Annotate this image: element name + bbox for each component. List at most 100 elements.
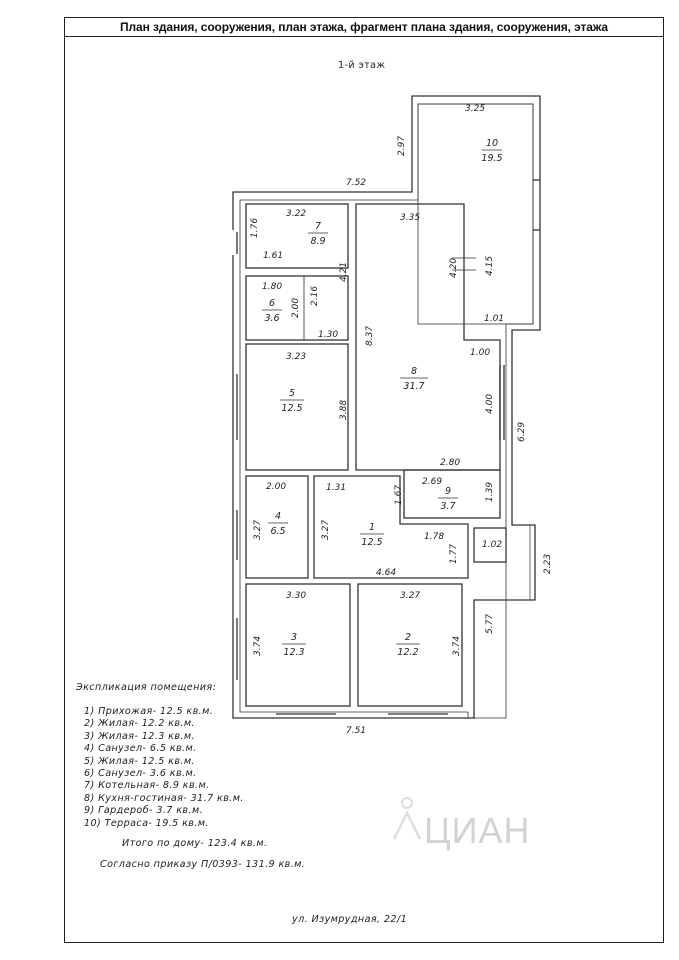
- watermark-text: ЦИАН: [424, 810, 531, 851]
- room-8-outline: [355, 203, 501, 471]
- dim-right-lower: 5.77: [485, 614, 495, 634]
- dim-r5-right: 3.88: [339, 400, 349, 420]
- room-5-outline: [245, 343, 349, 471]
- svg-text:3.6: 3.6: [264, 313, 279, 324]
- dim-r8-left: 8.37: [365, 326, 375, 346]
- dim-r7-bottom: 1.61: [263, 251, 283, 261]
- dim-r9-left: 1.67: [394, 485, 404, 505]
- dim-terrace-right: 4.15: [485, 256, 495, 276]
- svg-text:12.2: 12.2: [397, 647, 418, 658]
- svg-text:8.9: 8.9: [310, 236, 325, 247]
- svg-text:3: 3: [291, 632, 297, 643]
- drawing-sheet: План здания, сооружения, план этажа, фра…: [64, 17, 664, 943]
- dim-r3-left: 3.74: [253, 636, 263, 656]
- room-7-outline: [245, 203, 349, 269]
- list-item: 4) Санузел- 6.5 кв.м.: [84, 743, 197, 755]
- dim-r7-top: 3.22: [286, 209, 306, 219]
- room-6-label: 6 3.6: [262, 298, 282, 324]
- room-9-outline: [403, 469, 501, 519]
- room-9-label: 9 3.7: [438, 486, 458, 512]
- room-2-outline: [357, 583, 463, 707]
- dim-terrace-top: 3.25: [465, 104, 485, 114]
- list-item: 5) Жилая- 12.5 кв.м.: [84, 755, 195, 767]
- dim-r1-step: 1.78: [424, 532, 444, 542]
- list-item: 10) Терраса- 19.5 кв.м.: [84, 817, 209, 829]
- room-4-label: 4 6.5: [268, 511, 288, 537]
- room-2-label: 2 12.2: [396, 632, 420, 658]
- cian-logo-icon: [392, 797, 422, 840]
- svg-text:3.7: 3.7: [440, 501, 455, 512]
- dim-terrace-left: 2.97: [397, 136, 407, 156]
- explication-list: 1) Прихожая- 12.5 кв.м. 2) Жилая- 12.2 к…: [76, 706, 305, 830]
- room-6-inner: [245, 275, 305, 341]
- dim-r6-top: 1.80: [262, 282, 282, 292]
- dim-r6-right: 2.16: [310, 286, 320, 306]
- dim-r1-bottom: 4.64: [376, 568, 396, 578]
- list-item: 1) Прихожая- 12.5 кв.м.: [84, 706, 214, 717]
- svg-text:7: 7: [315, 221, 321, 232]
- room-1-label: 1 12.5: [360, 522, 384, 548]
- dim-r3-top: 3.30: [286, 591, 306, 601]
- dim-r8-step: 1.01: [484, 314, 504, 324]
- svg-text:10: 10: [486, 138, 498, 149]
- svg-text:2: 2: [405, 632, 411, 643]
- dim-top-overall: 7.52: [346, 178, 366, 188]
- list-item: 6) Санузел- 3.6 кв.м.: [84, 768, 197, 780]
- dim-r9-top: 2.69: [422, 477, 442, 487]
- floor-title: 1-й этаж: [338, 60, 386, 71]
- svg-text:8: 8: [411, 366, 417, 377]
- room-explication: Экспликация помещения: 1) Прихожая- 12.5…: [76, 682, 305, 870]
- svg-text:5: 5: [289, 388, 295, 399]
- list-item: 3) Жилая- 12.3 кв.м.: [84, 730, 195, 742]
- room-5-label: 5 12.5: [280, 388, 304, 414]
- room-7-label: 7 8.9: [308, 221, 328, 247]
- dim-r8-top: 3.35: [400, 213, 420, 223]
- svg-text:12.5: 12.5: [281, 403, 302, 414]
- dim-porch: 1.02: [482, 540, 502, 550]
- dim-r8-right: 4.00: [485, 394, 495, 414]
- dim-r1-top: 1.31: [326, 483, 346, 493]
- dim-r8-step2: 1.00: [470, 348, 490, 358]
- explication-title: Экспликация помещения:: [76, 682, 217, 693]
- order-area: Согласно приказу П/0393- 131.9 кв.м.: [100, 859, 306, 871]
- list-item: 2) Жилая- 12.2 кв.м.: [84, 718, 195, 730]
- room-4-outline: [245, 475, 309, 579]
- dim-side-right: 6.29: [517, 422, 527, 442]
- terrace-outline: [417, 103, 534, 325]
- sheet-header-title: План здания, сооружения, план этажа, фра…: [65, 18, 663, 37]
- dim-r7-left: 1.76: [250, 218, 260, 238]
- dim-r8-inner-right: 4.20: [449, 258, 459, 278]
- dim-r1-left: 3.27: [321, 520, 331, 540]
- dim-r6-inner: 2.00: [291, 298, 301, 318]
- porch-outline: [473, 527, 507, 563]
- list-item: 7) Котельная- 8.9 кв.м.: [84, 780, 210, 792]
- svg-text:9: 9: [445, 486, 451, 497]
- svg-text:6.5: 6.5: [270, 526, 285, 537]
- svg-text:12.3: 12.3: [283, 647, 304, 658]
- room-10-label: 10 19.5: [481, 138, 502, 164]
- list-item: 9) Гардероб- 3.7 кв.м.: [84, 805, 204, 817]
- room-3-label: 3 12.3: [282, 632, 306, 658]
- svg-text:1: 1: [369, 522, 375, 533]
- dim-bottom-overall: 7.51: [346, 726, 366, 736]
- room-1-outline: [313, 475, 469, 579]
- dim-r1-step-v: 1.77: [449, 544, 459, 564]
- svg-text:12.5: 12.5: [361, 537, 382, 548]
- dim-r5-top: 3.23: [286, 352, 306, 362]
- dim-r2-right: 3.74: [452, 636, 462, 656]
- svg-text:6: 6: [269, 298, 275, 309]
- dim-porch-right: 2.23: [543, 554, 553, 574]
- total-area: Итого по дому- 123.4 кв.м.: [122, 838, 268, 850]
- dim-r4-left: 3.27: [253, 520, 263, 540]
- dim-r8-bottom: 2.80: [440, 458, 460, 468]
- list-item: 8) Кухня-гостиная- 31.7 кв.м.: [84, 792, 244, 804]
- svg-text:19.5: 19.5: [481, 153, 502, 164]
- svg-text:31.7: 31.7: [403, 381, 424, 392]
- dim-r6-bottom: 1.30: [318, 330, 338, 340]
- svg-text:4: 4: [275, 511, 281, 522]
- room-3-outline: [245, 583, 351, 707]
- dim-r9-right: 1.39: [485, 482, 495, 502]
- dim-r4-top: 2.00: [266, 482, 286, 492]
- dim-r2-top: 3.27: [400, 591, 420, 601]
